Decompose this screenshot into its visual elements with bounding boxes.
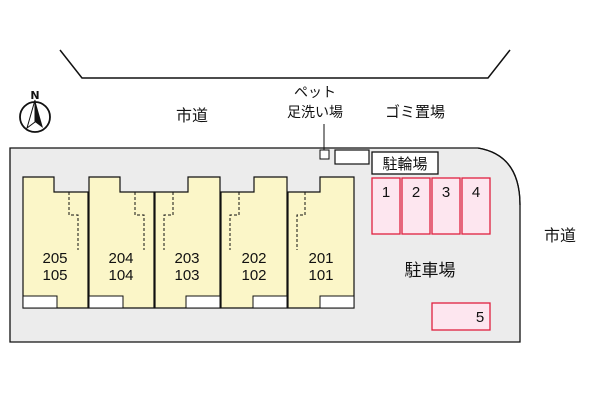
parking-space <box>401 177 431 235</box>
garbage-area-box <box>334 149 370 165</box>
road-right-edge <box>477 147 521 206</box>
parking-spaces-row: 1 2 3 4 <box>371 177 491 235</box>
parking-space-number: 5 <box>476 309 484 326</box>
parking-space-number: 1 <box>382 184 390 201</box>
pet-wash-marker <box>319 149 330 160</box>
unit-number-lower: 103 <box>174 267 199 284</box>
parking-space-number: 3 <box>442 184 450 201</box>
bike-parking-label: 駐輪場 <box>382 155 427 173</box>
parking-space <box>371 177 401 235</box>
unit-number-lower: 104 <box>108 267 133 284</box>
road-right-label: 市道 <box>544 226 576 245</box>
parking-space-number: 2 <box>412 184 420 201</box>
road-top-label: 市道 <box>176 106 208 125</box>
unit-number-lower: 102 <box>241 267 266 284</box>
unit-number-upper: 204 <box>108 250 133 267</box>
unit-number-lower: 101 <box>308 267 333 284</box>
apartment-unit: 204 104 <box>88 176 155 309</box>
apartment-unit: 202 102 <box>220 176 288 309</box>
apartment-unit: 205 105 <box>22 176 89 309</box>
unit-number-upper: 201 <box>308 250 333 267</box>
road-top-edge <box>59 49 511 79</box>
parking-label: 駐車場 <box>405 261 456 281</box>
unit-number-upper: 202 <box>241 250 266 267</box>
bike-parking-box <box>371 151 439 175</box>
unit-number-upper: 205 <box>42 250 67 267</box>
pet-wash-label-line1: ペット <box>294 85 336 101</box>
apartment-unit: 201 101 <box>287 176 355 309</box>
compass-icon: N <box>19 89 51 133</box>
building: 205 105 204 104 203 103 202 102 <box>22 176 355 309</box>
garbage-area-label: ゴミ置場 <box>385 103 445 121</box>
compass-label: N <box>30 89 39 102</box>
parking-space-number: 4 <box>472 184 480 201</box>
parking-space <box>461 177 491 235</box>
apartment-unit: 203 103 <box>154 176 221 309</box>
parking-space <box>431 302 491 331</box>
unit-number-lower: 105 <box>42 267 67 284</box>
parking-space <box>431 177 461 235</box>
unit-number-upper: 203 <box>174 250 199 267</box>
pet-wash-label-line2: 足洗い場 <box>287 105 343 121</box>
